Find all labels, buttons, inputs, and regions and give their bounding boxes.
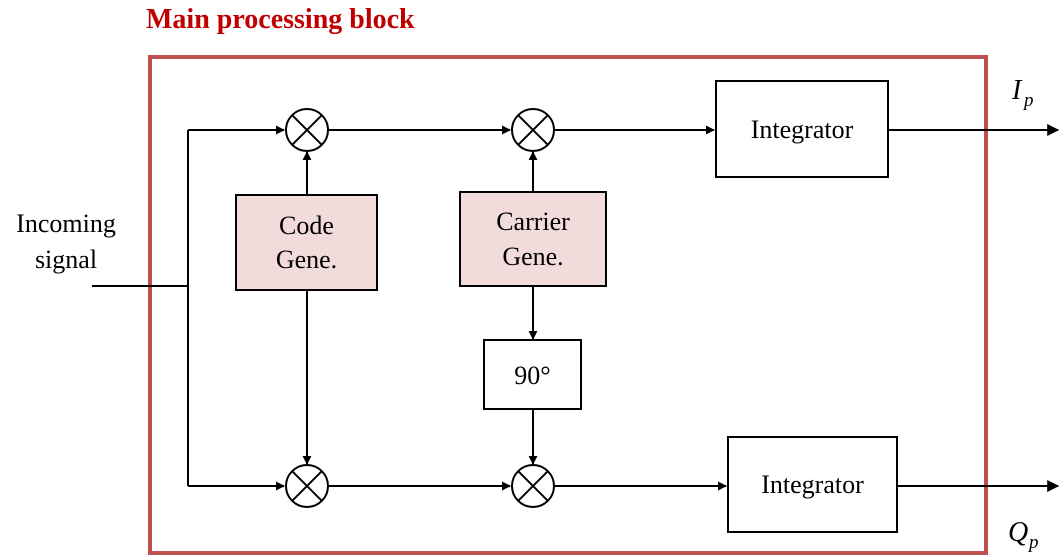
code-generator-label-line2: Gene. (276, 245, 337, 274)
code-generator-block (235, 194, 378, 291)
mixer-code-bottom (285, 464, 329, 508)
diagram-title: Main processing block (146, 4, 415, 35)
output-i-label: I p (1011, 75, 1034, 111)
integrator-top-block (715, 80, 889, 178)
carrier-generator-block (459, 191, 607, 287)
carrier-generator-label-line1: Carrier (496, 207, 570, 236)
code-generator-label-line1: Code (279, 211, 334, 240)
integrator-top-label: Integrator (751, 115, 854, 144)
output-q-label: Q p (1008, 517, 1039, 553)
output-i-sub: p (1022, 90, 1034, 111)
mixer-carrier-top (511, 108, 555, 152)
input-wiring (92, 125, 285, 491)
output-q-sub: p (1027, 532, 1039, 553)
output-q-main: Q (1008, 517, 1028, 548)
mixer-code-top (285, 108, 329, 152)
main-processing-frame (148, 55, 988, 555)
signal-paths (328, 125, 727, 491)
mixer-carrier-bottom (511, 464, 555, 508)
output-i-main: I (1011, 75, 1023, 106)
phase-shift-block (483, 339, 582, 410)
carrier-generator-label-line2: Gene. (502, 242, 563, 271)
integrator-bottom-label: Integrator (761, 470, 864, 499)
input-label-line2: signal (35, 245, 97, 274)
phase-shift-label: 90° (514, 361, 550, 390)
input-label-line1: Incoming (16, 209, 116, 238)
integrator-bottom-block (727, 436, 898, 533)
